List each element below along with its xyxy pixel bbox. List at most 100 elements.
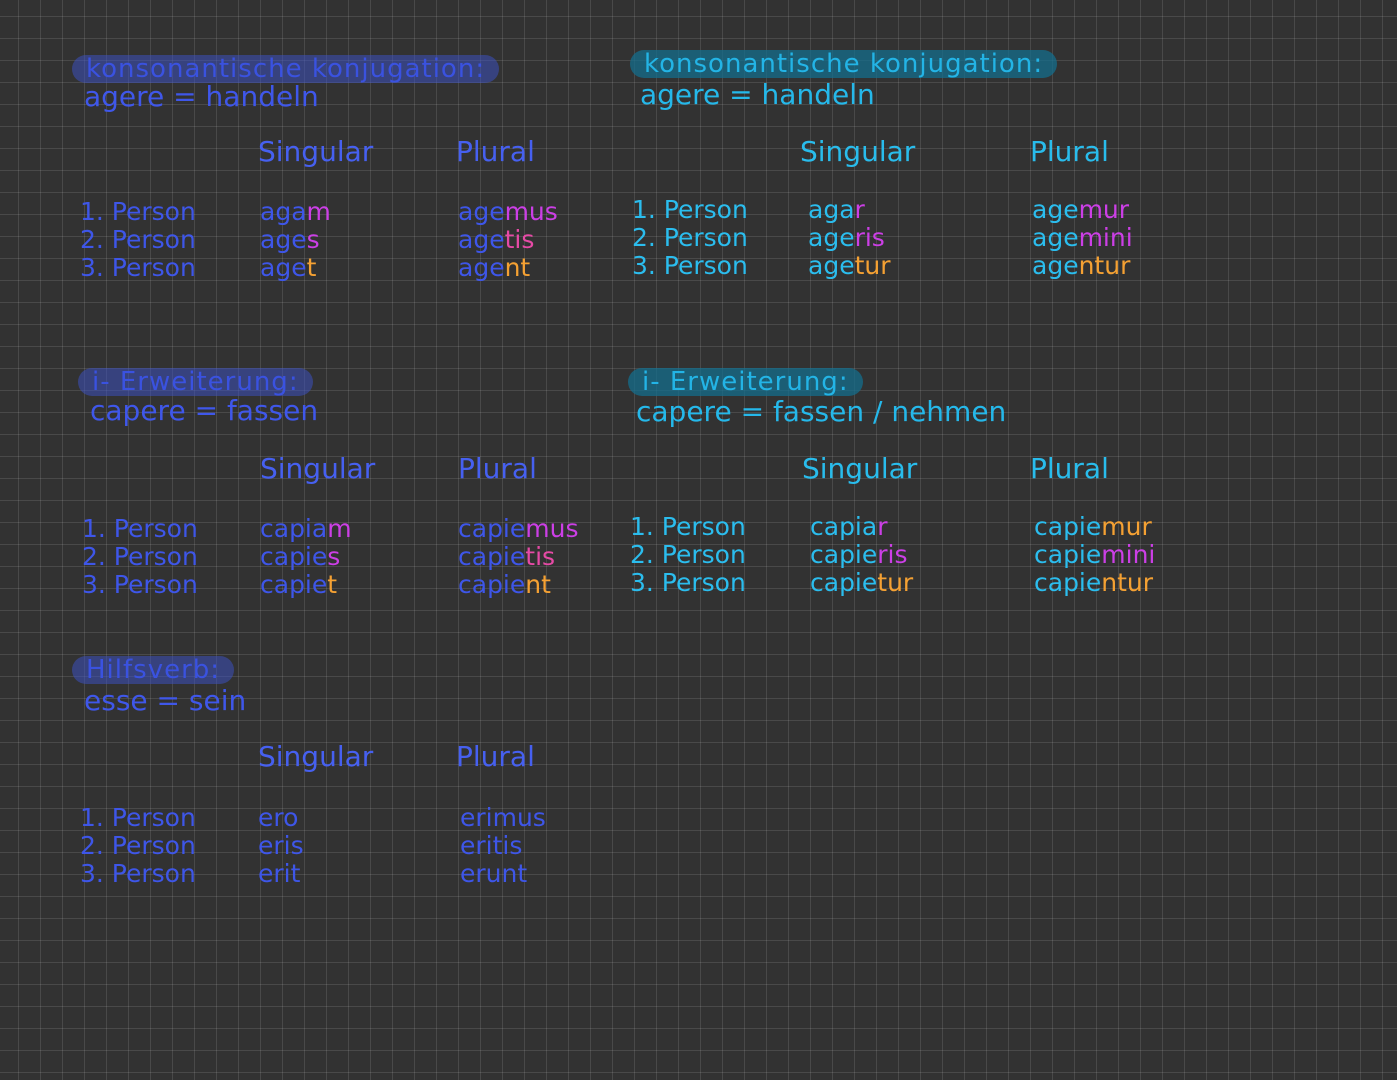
- person-label: 3. Person: [630, 568, 746, 597]
- person-label: 2. Person: [80, 831, 196, 860]
- plural-form: eritis: [460, 832, 522, 860]
- ending: r: [877, 512, 888, 541]
- plural-form: agetis: [458, 226, 534, 254]
- stem: age: [458, 225, 505, 254]
- stem: capia: [260, 514, 328, 543]
- ending: tis: [504, 225, 535, 254]
- section-subtitle: agere = handeln: [84, 80, 319, 113]
- ending: mus: [525, 514, 579, 543]
- ending: m: [327, 514, 352, 543]
- ending: m: [306, 197, 331, 226]
- singular-form: agar: [808, 196, 865, 224]
- singular-form: capiam: [260, 515, 352, 543]
- stem: aga: [260, 197, 307, 226]
- singular-form: erit: [258, 860, 300, 888]
- ending: ris: [854, 223, 885, 252]
- person-label: 3. Person: [82, 570, 198, 599]
- ending: t: [306, 253, 317, 282]
- person-label: 3. Person: [80, 859, 196, 888]
- stem: capie: [458, 514, 526, 543]
- ending: mur: [1078, 195, 1130, 224]
- singular-form: capiar: [810, 513, 887, 541]
- ending: mini: [1078, 223, 1133, 252]
- singular-form: ero: [258, 804, 298, 832]
- plural-form: capiemini: [1034, 541, 1155, 569]
- singular-form: capies: [260, 543, 340, 571]
- stem: age: [808, 251, 855, 280]
- person-label: 1. Person: [630, 512, 746, 541]
- plural-form: agemini: [1032, 224, 1133, 252]
- person-label: 3. Person: [632, 251, 748, 280]
- column-header-plural: Plural: [456, 135, 535, 168]
- ending: tis: [525, 542, 556, 571]
- ending: mus: [504, 197, 558, 226]
- person-label: 1. Person: [632, 195, 748, 224]
- stem: erimus: [460, 803, 546, 832]
- column-header-singular: Singular: [258, 740, 374, 773]
- ending: r: [854, 195, 865, 224]
- person-label: 3. Person: [80, 253, 196, 282]
- person-label: 2. Person: [630, 540, 746, 569]
- column-header-singular: Singular: [260, 452, 376, 485]
- stem: age: [458, 197, 505, 226]
- plural-form: agentur: [1032, 252, 1130, 280]
- stem: erunt: [460, 859, 528, 888]
- section-subtitle: agere = handeln: [640, 78, 875, 111]
- person-label: 1. Person: [82, 514, 198, 543]
- stem: age: [1032, 195, 1079, 224]
- stem: eris: [258, 831, 304, 860]
- column-header-singular: Singular: [802, 452, 918, 485]
- stem: aga: [808, 195, 855, 224]
- singular-form: capietur: [810, 569, 913, 597]
- stem: age: [1032, 251, 1079, 280]
- person-label: 1. Person: [80, 803, 196, 832]
- person-label: 1. Person: [80, 197, 196, 226]
- stem: capie: [458, 570, 526, 599]
- singular-form: ageris: [808, 224, 885, 252]
- section-title: konsonantische konjugation:: [72, 55, 500, 83]
- stem: age: [1032, 223, 1079, 252]
- column-header-plural: Plural: [1030, 135, 1109, 168]
- singular-form: eris: [258, 832, 304, 860]
- column-header-plural: Plural: [456, 740, 535, 773]
- stem: eritis: [460, 831, 523, 860]
- stem: capie: [1034, 512, 1102, 541]
- stem: capie: [260, 570, 328, 599]
- column-header-plural: Plural: [458, 452, 537, 485]
- person-label: 2. Person: [632, 223, 748, 252]
- column-header-plural: Plural: [1030, 452, 1109, 485]
- column-header-singular: Singular: [800, 135, 916, 168]
- ending: tur: [877, 568, 914, 597]
- column-header-singular: Singular: [258, 135, 374, 168]
- plural-form: agemur: [1032, 196, 1129, 224]
- section-subtitle: capere = fassen / nehmen: [636, 395, 1007, 428]
- stem: capie: [458, 542, 526, 571]
- singular-form: ages: [260, 226, 320, 254]
- ending: nt: [504, 253, 531, 282]
- plural-form: capiemus: [458, 515, 579, 543]
- singular-form: capieris: [810, 541, 908, 569]
- plural-form: erunt: [460, 860, 527, 888]
- ending: mini: [1101, 540, 1156, 569]
- stem: age: [260, 225, 307, 254]
- person-label: 2. Person: [80, 225, 196, 254]
- stem: capie: [260, 542, 328, 571]
- stem: capia: [810, 512, 878, 541]
- ending: ris: [877, 540, 908, 569]
- section-subtitle: esse = sein: [84, 684, 247, 717]
- stem: ero: [258, 803, 299, 832]
- stem: capie: [1034, 568, 1102, 597]
- person-label: 2. Person: [82, 542, 198, 571]
- plural-form: erimus: [460, 804, 546, 832]
- section-title: konsonantische konjugation:: [630, 50, 1058, 78]
- plural-form: capient: [458, 571, 551, 599]
- stem: age: [808, 223, 855, 252]
- singular-form: capiet: [260, 571, 337, 599]
- ending: mur: [1101, 512, 1152, 541]
- ending: nt: [525, 570, 551, 599]
- stem: erit: [258, 859, 301, 888]
- singular-form: aget: [260, 254, 316, 282]
- singular-form: agetur: [808, 252, 891, 280]
- section-title: i- Erweiterung:: [78, 368, 313, 396]
- plural-form: capietis: [458, 543, 555, 571]
